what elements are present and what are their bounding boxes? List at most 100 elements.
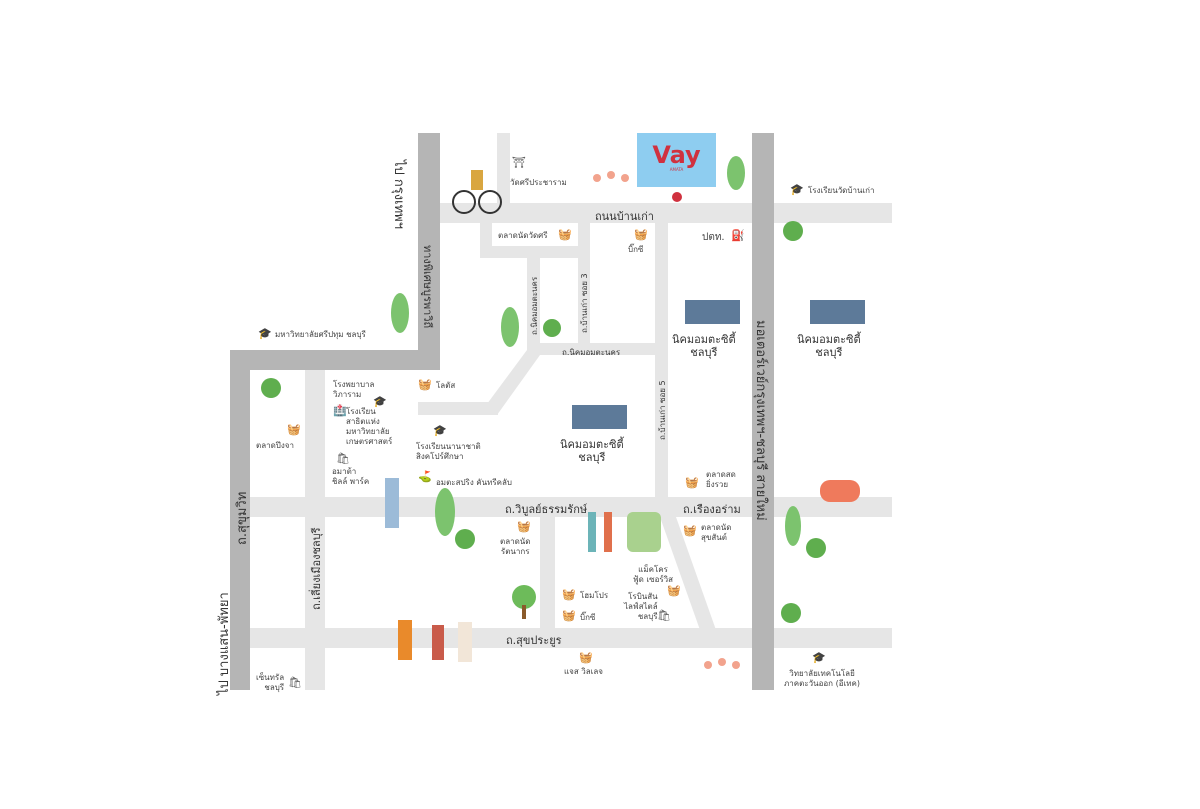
- place-jas: แจส วิลเลจ: [564, 667, 603, 676]
- tree-icon: [785, 506, 801, 546]
- basket-icon: 🧺: [562, 609, 576, 622]
- factory-icon: [685, 300, 740, 324]
- label-ban-kao-road: ถนนบ้านเก่า: [595, 210, 654, 223]
- place-hospital: โรงพยาบาล วิภาราม: [333, 380, 375, 399]
- fuel-icon: ⛽: [731, 229, 745, 242]
- bicycle-illustration: [452, 190, 476, 214]
- tree-trunk: [522, 605, 526, 619]
- label-rueang-aram: ถ.เรืองอร่าม: [683, 503, 741, 516]
- road-sukhumvit: [230, 350, 250, 690]
- basket-icon: 🧺: [685, 476, 699, 489]
- basket-icon: 🧺: [683, 524, 697, 537]
- school-icon: 🎓: [790, 183, 804, 196]
- place-intl-school: โรงเรียนนานาชาติ สิงคโปร์ศึกษา: [416, 442, 481, 461]
- road-diagonal: [484, 350, 540, 415]
- place-sripatum: มหาวิทยาลัยศรีปทุม ชลบุรี: [275, 330, 366, 339]
- family-illustration: [398, 620, 412, 660]
- tree-icon: [435, 488, 455, 536]
- bush-icon: [455, 529, 475, 549]
- road-ban-kao: [440, 203, 892, 223]
- vay-logo: Vay AMATA: [637, 133, 716, 187]
- road-bypass: [305, 370, 325, 690]
- label-bypass: ถ.เลี่ยงเมืองชลบุรี: [310, 527, 323, 610]
- label-burapha-withi: ทางพิเศษบูรพาวิถี: [421, 245, 434, 329]
- bush-icon: [806, 538, 826, 558]
- label-to-bangsaen: ไป บางแสน-พัทยา: [217, 592, 232, 695]
- label-to-bangkok: ไป กรุงเทพฯ: [391, 160, 406, 230]
- road-nikhom-h: [527, 343, 667, 355]
- label-motorway: มอเตอร์เวย์กรุงเทพฯ-ชลบุรี สายใหม่: [753, 320, 768, 521]
- illustrations: [385, 170, 860, 662]
- factory-icon: [572, 405, 627, 429]
- road-wiboon: [248, 497, 892, 517]
- tree-icon: [501, 307, 519, 347]
- bush-icon: [781, 603, 801, 623]
- road-segment: [418, 402, 498, 415]
- road-burapha: [418, 133, 440, 370]
- factory-icons: [572, 300, 865, 429]
- basket-icon: 🧺: [517, 520, 531, 533]
- bush-icon: [543, 319, 561, 337]
- place-school-ban-kao: โรงเรียนวัดบ้านเก่า: [808, 186, 875, 195]
- basket-icon: 🧺: [667, 584, 681, 597]
- label-sukhumvit: ถ.สุขุมวิท: [235, 491, 250, 545]
- hospital-icon: 🏥: [333, 404, 347, 417]
- bush-icon: [261, 378, 281, 398]
- label-nikhom-v: ถ.นิคมอมตะนคร: [530, 276, 539, 335]
- golf-flag-icon: ⛳: [418, 470, 432, 483]
- place-golf: อมตะสปริง คันทรีคลับ: [436, 478, 512, 487]
- road-motorway: [752, 133, 774, 690]
- label-nikhom-h: ถ.นิคมอมตะนคร: [562, 348, 621, 357]
- tree-icon: [391, 293, 409, 333]
- scooter-illustration: [820, 480, 860, 502]
- basket-icon: 🧺: [418, 378, 432, 391]
- label-soi5: ถ.บ้านเก่า ซอย 5: [658, 380, 667, 440]
- school-icon: 🎓: [373, 395, 387, 408]
- bush-icon: [783, 221, 803, 241]
- place-market-wat-si: ตลาดนัดวัดศรี: [498, 231, 548, 240]
- place-amata-city-3: นิคมอมตะซิตี้ ชลบุรี: [560, 438, 624, 464]
- place-bigc-top: บิ๊กซี: [628, 245, 644, 254]
- place-central: เซ็นทรัล ชลบุรี: [256, 673, 285, 692]
- shopping-bag-icon: 🛍: [336, 452, 350, 465]
- trees: [261, 156, 826, 623]
- road-soi5: [655, 223, 668, 503]
- tree-icon: [727, 156, 745, 190]
- temple-icon: ⛩: [512, 156, 526, 169]
- road-segment: [540, 517, 555, 630]
- label-soi3: ถ.บ้านเก่า ซอย 3: [580, 273, 589, 333]
- place-market-suksan: ตลาดนัด สุขสันต์: [701, 523, 732, 542]
- shopping-bag-icon: 🛍: [657, 609, 671, 622]
- road-connector: [230, 350, 440, 370]
- tree-icon: [512, 585, 536, 609]
- basket-icon: 🧺: [562, 588, 576, 601]
- school-icon: 🎓: [433, 424, 447, 437]
- road-sukprayoon: [248, 628, 892, 648]
- basket-icon: 🧺: [634, 228, 648, 241]
- basket-icon: 🧺: [579, 651, 593, 664]
- label-wiboon: ถ.วิบูลย์ธรรมรักษ์: [505, 503, 588, 516]
- basket-icon: 🧺: [287, 423, 301, 436]
- basket-icon: 🧺: [558, 228, 572, 241]
- tourist-illustration: [385, 478, 399, 528]
- shoppers-illustration: [588, 512, 596, 552]
- factory-icon: [810, 300, 865, 324]
- location-pin: [672, 192, 682, 202]
- shopping-bag-icon: 🛍: [288, 676, 302, 689]
- place-homepro: โฮมโปร: [580, 591, 609, 600]
- road-nikhom-v: [527, 258, 540, 353]
- label-sukprayoon: ถ.สุขประยูร: [506, 634, 562, 647]
- place-market-rattana: ตลาดนัด รัตนากร: [500, 537, 531, 556]
- shop-illustration: [627, 512, 661, 552]
- place-ptt: ปตท.: [702, 232, 725, 243]
- place-chill-park: อมาต้า ชิลล์ พาร์ค: [332, 467, 370, 486]
- school-icon: 🎓: [258, 327, 272, 340]
- place-market-bueng: ตลาดปึงจา: [256, 441, 294, 450]
- place-etech: วิทยาลัยเทคโนโลยี ภาคตะวันออก (อีเทค): [784, 669, 860, 688]
- place-satit: โรงเรียน สาธิตแห่ง มหาวิทยาลัย เกษตรศาสต…: [346, 407, 393, 446]
- road-segment: [480, 246, 590, 258]
- main-roads: [230, 133, 774, 690]
- place-makro: แม็คโคร ฟู้ด เซอร์วิส: [633, 565, 674, 584]
- road-soi3: [578, 223, 590, 351]
